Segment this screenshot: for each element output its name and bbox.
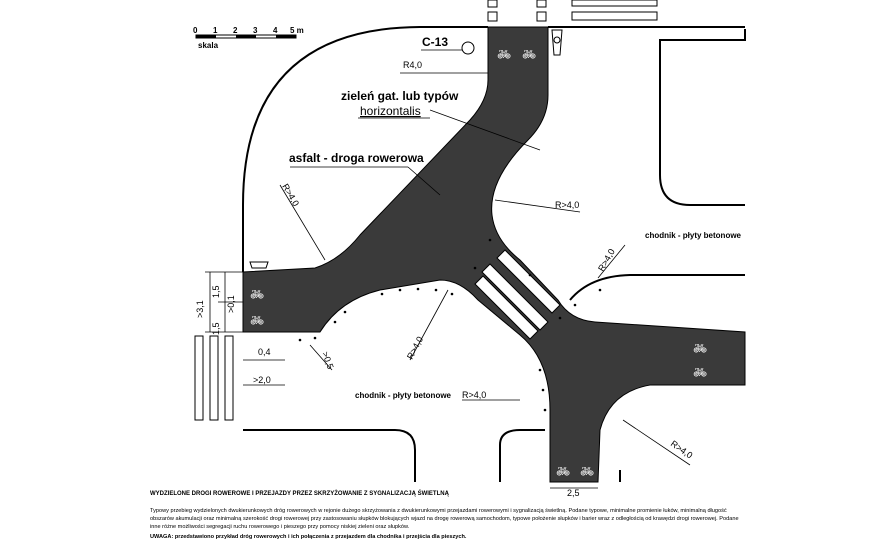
sign-c13-icon: [461, 41, 475, 55]
dim-separator: >0,1: [226, 295, 236, 313]
bollards: [298, 238, 602, 412]
greenery-sub-label: horizontalis: [360, 104, 421, 118]
pedestrian-icons: [249, 29, 563, 269]
dim-05: >0,5: [320, 350, 335, 370]
scale-tick: 1: [213, 26, 218, 35]
greenery-label: zieleń gat. lub typów: [341, 89, 459, 103]
radius-left: R>4,0: [280, 182, 301, 208]
top-crossing-marks: [487, 0, 658, 22]
dim-20: >2,0: [253, 375, 271, 385]
left-crossing-stripes: [194, 335, 234, 421]
scale-tick: 2: [233, 26, 238, 35]
asphalt-label: asfalt - droga rowerowa: [289, 151, 424, 165]
radius-bottom: R>4,0: [462, 390, 486, 400]
radius-right: R>4,0: [596, 247, 617, 273]
kerb-lines: [242, 26, 746, 482]
radius-mid: R>4,0: [555, 200, 579, 210]
dim-lane-a: 1,5: [211, 285, 221, 298]
zebra-crossing: [474, 249, 561, 340]
scale-tick: 0: [193, 26, 198, 35]
dim-lane-c: 1,5: [211, 322, 221, 335]
radius-bottom-right: R>4,0: [669, 438, 695, 460]
sidewalk-bottom-label: chodnik - płyty betonowe: [355, 391, 452, 400]
pedestrian-icon: [551, 29, 563, 56]
scale-label: skala: [198, 41, 219, 50]
bicycle-icons: 🚲︎ 🚲︎ 🚲︎ 🚲︎ 🚲︎ 🚲︎ 🚲︎ 🚲︎: [250, 48, 707, 478]
scale-tick: 5 m: [290, 26, 304, 35]
bicycle-icon: 🚲︎: [693, 342, 707, 355]
dim-total-width: >3,1: [195, 300, 205, 318]
caption-title: WYDZIELONE DROGI ROWEROWE I PRZEJAZDY PR…: [150, 491, 449, 497]
bicycle-icon: 🚲︎: [522, 48, 536, 61]
scale-bar: 0 1 2 3 4 5 m skala: [193, 26, 304, 50]
bicycle-icon: 🚲︎: [556, 465, 570, 478]
caption-body: Typowy przebieg wydzielonych dwukierunko…: [150, 508, 739, 530]
caption-note: UWAGA: przedstawiono przykład dróg rower…: [150, 534, 467, 540]
bicycle-icon: 🚲︎: [497, 48, 511, 61]
sidewalk-right-label: chodnik - płyty betonowe: [645, 231, 742, 240]
dim-04: 0,4: [258, 347, 271, 357]
bicycle-icon: 🚲︎: [580, 465, 594, 478]
scale-tick: 3: [253, 26, 258, 35]
sign-c13-label: C-13: [422, 35, 448, 49]
dim-25: 2,5: [567, 488, 580, 498]
bike-path-asphalt: [242, 26, 746, 483]
bicycle-icon: 🚲︎: [693, 366, 707, 379]
radius-top: R4,0: [403, 60, 422, 70]
bicycle-icon: 🚲︎: [250, 288, 264, 301]
leader-lines: [205, 49, 691, 489]
pedestrian-icon: [249, 261, 269, 269]
scale-tick: 4: [273, 26, 278, 35]
bicycle-icon: 🚲︎: [250, 314, 264, 327]
radius-center: R>4,0: [405, 335, 425, 361]
